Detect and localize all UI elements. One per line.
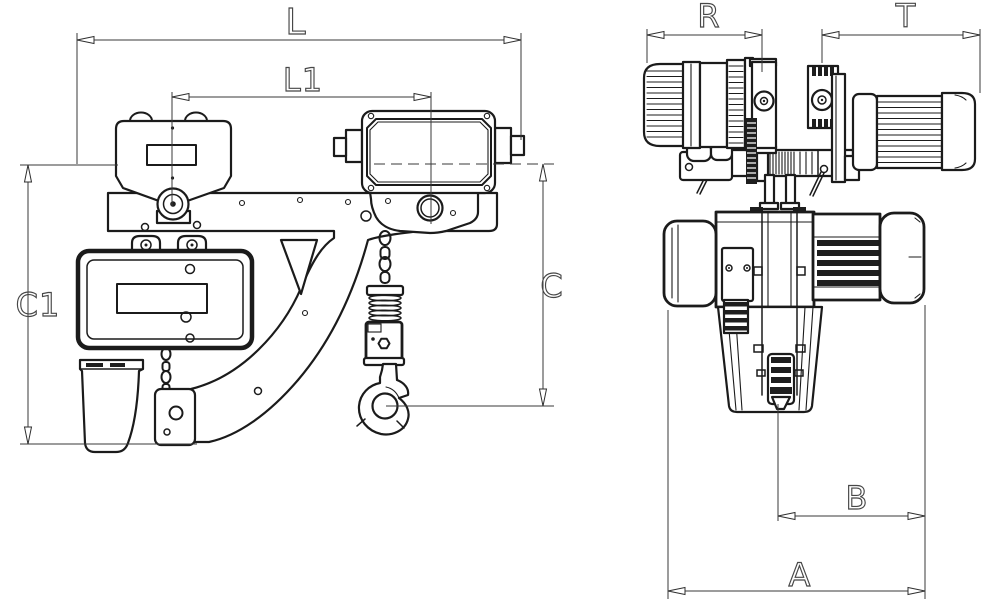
chain-bag <box>78 358 145 454</box>
hoist-body-front <box>662 207 816 309</box>
dimension-label-R: R <box>697 0 720 35</box>
load-hook <box>356 362 410 436</box>
motor-end-cap <box>940 91 977 172</box>
load-chain <box>378 230 392 284</box>
cable-gland <box>493 126 513 165</box>
dimension-label-C1: C1 <box>16 286 61 324</box>
nameplate <box>116 283 208 314</box>
dimension-label-T: T <box>895 0 917 35</box>
trolley-wheel-right <box>806 64 861 184</box>
control-box <box>332 109 526 195</box>
dimension-R: R <box>646 0 763 72</box>
dimension-C1: C1 <box>15 164 197 445</box>
dimension-B: B <box>777 404 926 521</box>
chain-guide-skirt <box>716 298 824 414</box>
dimension-C: C <box>374 163 563 407</box>
body-end-cap-left <box>662 219 718 308</box>
cable-gland <box>344 128 364 164</box>
trolley-drive-motor <box>642 56 755 182</box>
suspension-clevis <box>758 173 801 211</box>
gear-cover <box>75 234 255 351</box>
buffer-spring <box>365 284 405 322</box>
front-view: R T B A <box>642 0 981 599</box>
dimension-label-A: A <box>789 556 812 594</box>
trolley-side-plate <box>830 72 847 184</box>
hand-chain-rack <box>746 118 757 184</box>
motor-end-cap <box>878 211 926 305</box>
bottom-foot-bracket <box>153 387 197 447</box>
hook-block <box>362 320 406 367</box>
brake-cover <box>720 246 755 303</box>
hoist-body-side-plate <box>106 191 499 444</box>
body-triangle-cutout <box>279 238 319 296</box>
dimension-T: T <box>821 0 981 93</box>
control-box-bracket <box>360 190 480 235</box>
side-view: L L1 C1 C <box>15 1 563 454</box>
chain-dead-end <box>160 347 172 393</box>
dimension-label-L1: L1 <box>283 61 323 99</box>
hoist-motor-top <box>851 91 977 172</box>
suspension-bracket <box>114 111 233 225</box>
hoist-motor-front <box>811 211 926 305</box>
dimension-label-L: L <box>285 2 306 43</box>
cable-gland <box>332 136 348 158</box>
dimension-L: L <box>76 1 522 164</box>
dimension-L1: L1 <box>171 60 432 224</box>
cable-gland <box>509 134 526 157</box>
dimension-label-B: B <box>846 479 869 517</box>
dimension-label-C: C <box>540 267 563 305</box>
dimension-A: A <box>667 305 926 599</box>
